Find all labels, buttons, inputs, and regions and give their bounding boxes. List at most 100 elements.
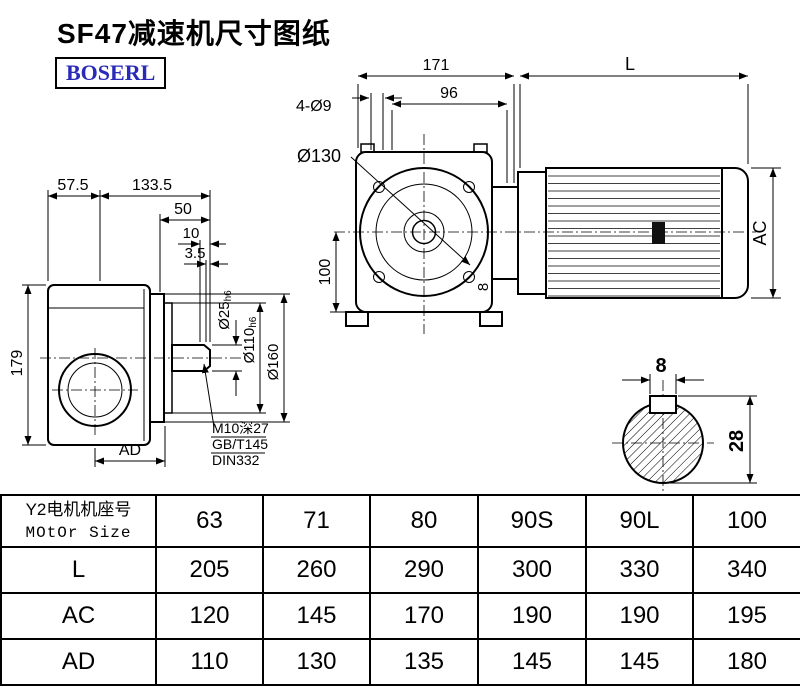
tap-note-label: M10深27 xyxy=(212,420,269,436)
hub-circle xyxy=(403,211,445,253)
table-cell: 290 xyxy=(369,546,479,594)
header-label-en: MOtOr Size xyxy=(25,524,132,542)
table-cell: 190 xyxy=(585,592,694,640)
top-lug-right xyxy=(473,143,488,153)
header-col-90s: 90S xyxy=(477,494,587,548)
worm-housing-circle xyxy=(58,353,132,427)
table-cell: 120 xyxy=(155,592,264,640)
technical-drawing: 171 96 4-Ø9 Ø130 100 8 xyxy=(9,54,781,494)
table-cell: 170 xyxy=(369,592,479,640)
keyway-slot xyxy=(649,395,677,414)
row-label-AC: AC xyxy=(0,592,157,640)
dim-AD: AD xyxy=(94,426,166,467)
table-cell: 205 xyxy=(155,546,264,594)
adapter-housing xyxy=(491,186,519,280)
dim-AD-label: AD xyxy=(119,442,141,459)
motor-fins xyxy=(548,175,720,297)
dim-spigot-dia: Ø110h6 xyxy=(167,302,266,414)
shaft-section-circle xyxy=(622,402,704,484)
dim-gap-8-label: 8 xyxy=(475,283,492,291)
dim-57-5: 57.5 xyxy=(47,177,101,281)
dim-100-label: 100 xyxy=(317,259,334,286)
table-cell: 145 xyxy=(585,638,694,686)
shaft-bore-circle xyxy=(411,219,437,245)
header-col-71: 71 xyxy=(262,494,371,548)
row-label-AD: AD xyxy=(0,638,157,686)
header-col-100: 100 xyxy=(692,494,800,548)
dimension-table: Y2电机机座号 MOtOr Size 63 71 80 90S 90L 100 … xyxy=(0,494,800,686)
dim-flange-dia: Ø130 xyxy=(297,146,471,266)
dim-50-label: 50 xyxy=(174,201,192,218)
shaft-dia-label: Ø25h6 xyxy=(216,290,234,330)
motor-nameplate xyxy=(652,222,665,244)
motor-view xyxy=(491,167,749,299)
table-row-AC: AC 120 145 170 190 190 195 xyxy=(0,592,800,640)
dim-133-5-label: 133.5 xyxy=(132,177,172,194)
top-lug-left xyxy=(360,143,375,153)
table-row-L: L 205 260 290 300 330 340 xyxy=(0,546,800,594)
dim-179-label: 179 xyxy=(9,350,26,377)
spigot-dia-label: Ø110h6 xyxy=(241,316,259,363)
dim-171-label: 171 xyxy=(423,57,450,74)
std-note-1-label: GB/T145 xyxy=(212,436,268,452)
table-cell: 195 xyxy=(692,592,800,640)
header-col-63: 63 xyxy=(155,494,264,548)
dim-flange-od: Ø160 xyxy=(153,293,290,423)
dim-50: 50 xyxy=(159,201,210,292)
dim-key-width: 8 xyxy=(622,355,704,394)
dim-L-label: L xyxy=(625,54,635,74)
table-row-AD: AD 110 130 135 145 145 180 xyxy=(0,638,800,686)
tap-note-block: M10深27 GB/T145 DIN332 xyxy=(201,363,269,468)
dim-96: 96 xyxy=(391,85,508,183)
table-cell: 145 xyxy=(477,638,587,686)
dimension-table-wrap: Y2电机机座号 MOtOr Size 63 71 80 90S 90L 100 … xyxy=(0,494,800,686)
table-cell: 330 xyxy=(585,546,694,594)
table-cell: 260 xyxy=(262,546,371,594)
dim-3-5-label: 3.5 xyxy=(185,245,206,262)
header-col-80: 80 xyxy=(369,494,479,548)
row-label-L: L xyxy=(0,546,157,594)
table-cell: 340 xyxy=(692,546,800,594)
boserl-logo: BOSERL xyxy=(55,57,167,89)
dim-96-label: 96 xyxy=(440,85,458,102)
dim-shaft-dia: Ø25h6 xyxy=(212,290,242,396)
dim-AC: AC xyxy=(750,167,781,299)
dim-171: 171 xyxy=(357,57,515,183)
side-view xyxy=(40,284,248,446)
table-cell: 135 xyxy=(369,638,479,686)
output-shaft xyxy=(171,344,211,372)
flange-od-label: Ø160 xyxy=(265,344,282,381)
table-cell: 110 xyxy=(155,638,264,686)
table-cell: 300 xyxy=(477,546,587,594)
std-note-2-label: DIN332 xyxy=(212,452,260,468)
motor-body xyxy=(545,167,723,299)
dim-57-5-label: 57.5 xyxy=(57,177,88,194)
motor-end-cap xyxy=(721,167,749,299)
flange-dia-label: Ø130 xyxy=(297,146,341,166)
page-title: SF47减速机尺寸图纸 xyxy=(57,18,331,49)
gearbox-housing xyxy=(47,284,151,446)
shaft-section xyxy=(612,380,714,494)
motor-flange xyxy=(517,171,547,295)
dim-10: 10 xyxy=(178,225,226,342)
table-cell: 180 xyxy=(692,638,800,686)
dim-10-label: 10 xyxy=(183,225,200,242)
key-height-label: 28 xyxy=(726,430,748,452)
key-width-label: 8 xyxy=(655,355,666,377)
motor-size-header-cell: Y2电机机座号 MOtOr Size xyxy=(0,494,157,548)
table-cell: 130 xyxy=(262,638,371,686)
table-cell: 145 xyxy=(262,592,371,640)
dim-AC-label: AC xyxy=(750,220,770,245)
dim-100: 100 xyxy=(317,232,354,313)
foot-right xyxy=(479,311,503,327)
worm-housing-inner-circle xyxy=(67,362,123,418)
header-col-90l: 90L xyxy=(585,494,694,548)
flange-circle-130 xyxy=(359,167,489,297)
table-cell: 190 xyxy=(477,592,587,640)
dim-key-height: 28 xyxy=(666,395,757,484)
header-label-cn: Y2电机机座号 xyxy=(25,500,132,519)
foot-left xyxy=(345,311,369,327)
dim-3-5: 3.5 xyxy=(184,245,228,342)
table-header-row: Y2电机机座号 MOtOr Size 63 71 80 90S 90L 100 xyxy=(0,494,800,548)
